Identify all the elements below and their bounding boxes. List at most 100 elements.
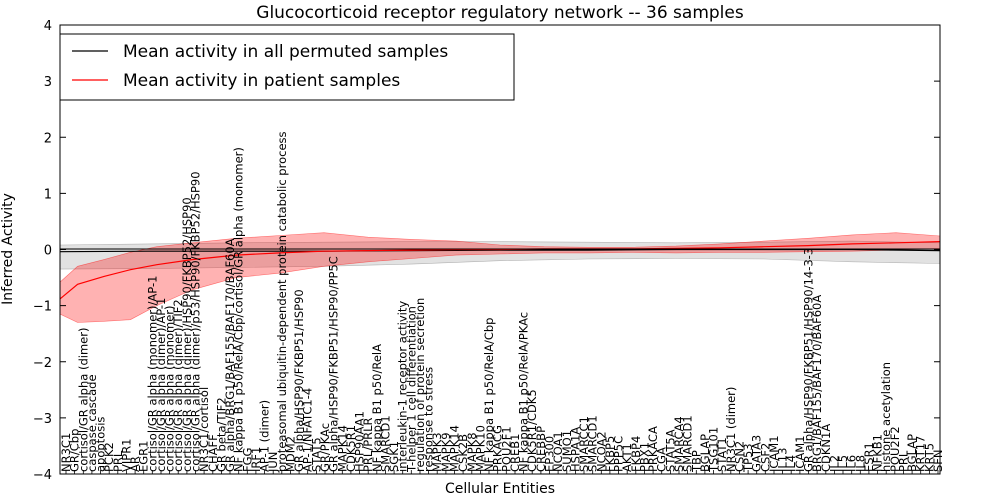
category-label: histone acetylation [879,362,893,472]
category-label: MDM2 [284,436,298,472]
category-label: cortisol/GR alpha (dimer)/HSP90/FKBP52/H… [180,197,194,472]
category-label: HSP90AA1 [353,411,367,472]
category-label: GR/PKAc [318,423,332,472]
category-label: cortisol/GR alpha (dimer) [76,328,90,472]
category-label: interleukin-1 receptor activity [396,301,410,472]
category-label: BRG1/BAF155/BAF170/BAF60A [810,295,824,472]
category-label: SGK1 [387,441,401,472]
category-label: PRKACA [646,426,660,472]
category-label: CSK2B [456,434,470,472]
category-label: NF kappa B1 p50/RelA/Cbp/cortisol/GR alp… [232,147,246,472]
category-label: AKT1 [620,443,634,472]
category-label: SMARCD1 [586,415,600,472]
y-tick-label: 3 [44,75,52,90]
category-label: IRF1 [249,447,263,472]
category-label: SMARCD1 [378,415,392,472]
category-label: CDKN1A [819,424,833,472]
category-label: ESR1 [862,442,876,472]
category-label: MAPK14 [448,425,462,472]
category-label: CREBBP [534,426,548,472]
category-label: FGG [240,448,254,472]
category-label: IL4 [784,455,798,472]
category-label: JUN [266,452,280,473]
category-label: HSPA1A [568,427,582,472]
category-label: MAPK3 [430,432,444,472]
category-label: NFKB1 [871,434,885,472]
category-label: PRL [111,450,125,472]
legend-box [59,33,515,101]
category-label: GR alpha/HSP90/FKBP51/HSP90/14-3-3 [802,248,816,472]
category-label: GR beta/TIF2 [214,397,228,472]
category-label: CHAFF [206,434,220,472]
category-label: GR alpha/HSP90/FKBP51/HSP90/PP5C [327,256,341,472]
category-label: ICAM1 [793,435,807,472]
category-label: ICAM1 [767,435,781,472]
category-label: PRL [897,450,911,472]
y-tick-label: 1 [44,187,52,202]
category-label: NR3C1 (dimer) [724,387,738,472]
category-label: response to stress [422,367,436,472]
category-label: CDK5R1/CDK5 [525,389,539,472]
category-label: cortisol/GR alpha (monomer) [163,305,177,472]
category-label: STAT5 [309,437,323,472]
legend-label-permuted: Mean activity in all permuted samples [123,42,448,62]
category-label: cortisol/GR alpha (dimer)/TIF2 [171,299,185,472]
chart-title: Glucocorticoid receptor regulatory netwo… [256,3,744,23]
category-label: IL6 [845,455,859,472]
category-label: NF kappa B1 p50/RelA/Cbp [482,318,496,472]
category-label: IL5 [836,455,850,472]
category-label: MAPK8 [465,432,479,472]
category-label: SMARCD1 [681,415,695,472]
category-label: EGR1 [137,441,151,473]
category-label: NF kappa B1 p50/RelA/PKAc [517,312,531,472]
category-label: IL8 [853,455,867,472]
category-label: SMARCC1 [577,416,591,472]
category-label: IL2 [827,455,841,472]
category-label: GR/Cbp [68,429,82,472]
category-label: STAT1 [715,437,729,472]
category-label: cortisol/GR alpha (dimer)/AP-1 [154,298,168,472]
category-label: TBP [689,450,703,473]
category-label: MAPK14 [335,425,349,472]
category-label: STAT5A [663,429,677,472]
category-label: AR [128,456,142,472]
category-label: SUMO1 [560,430,574,472]
y-tick-label: −1 [33,300,52,315]
category-label: AP-1/NFATC1-4 [301,388,315,472]
y-tick-label: −3 [33,412,52,427]
category-label: IL13 [776,448,790,472]
y-tick-label: −4 [33,468,52,483]
category-label: PCK2 [102,442,116,472]
category-label: proteasomal ubiquitin-dependent protein … [275,131,289,472]
y-tick-label: 4 [44,19,52,34]
category-label: CSF2 [758,443,772,472]
category-label: GATA3 [750,435,764,472]
category-label: NR3C1 [59,433,73,472]
category-label: MAPK10 [473,425,487,472]
category-label: GR alpha/BRG1/BAF155/BAF170/BAF60A [223,238,237,472]
y-axis-label: Inferred Activity [0,193,16,305]
category-label: caspase cascade [85,374,99,472]
category-label: SFN [931,449,945,472]
category-label: KRT17 [914,436,928,472]
category-label: CREB1 [508,434,522,473]
category-label: regulation of protein secretion [413,298,427,472]
category-label: EP300 [543,436,557,472]
category-label: cortisol/GR alpha (monomer)/AP-1 [145,276,159,472]
category-label: BGLAP [698,434,712,472]
category-label: NR3C1/cortisol [197,387,211,472]
category-label: CSN2 [732,441,746,472]
y-tick-label: 2 [44,131,52,146]
category-label: PBX1 [638,442,652,472]
category-label: T-helper 1 cell differentiation [404,306,418,473]
category-label: NCOA2 [594,431,608,472]
category-label: POU2F2 [888,426,902,472]
category-label: NF kappa B1 p50/RelA [370,344,384,472]
category-label: NCOA1 [551,431,565,472]
category-label: TP53 [741,443,755,473]
category-label: cortisol/GR alpha (dimer)/p53/HSP90/FKBP… [189,171,203,472]
category-label: SMARCA4 [672,416,686,472]
